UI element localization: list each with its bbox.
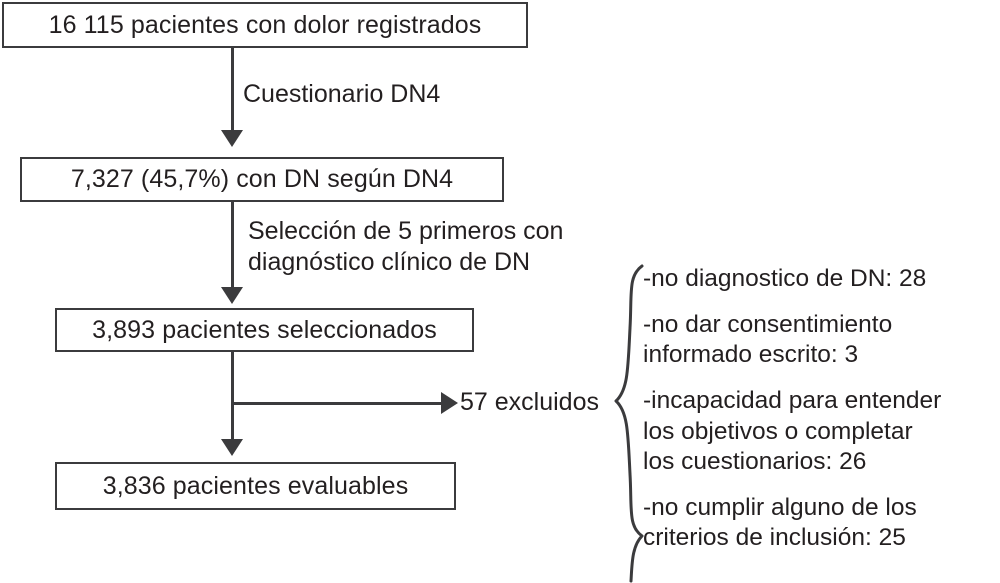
node-label-selected: 3,893 pacientes seleccionados bbox=[92, 315, 437, 344]
connector-line-selected-to-evaluable bbox=[231, 352, 234, 441]
connector-line-registered-to-dn4 bbox=[231, 48, 234, 132]
arrow-down-icon-selected-to-evaluable bbox=[221, 439, 243, 456]
exclusion-item: -no cumplir alguno de los criterios de i… bbox=[643, 493, 917, 551]
node-label-evaluable: 3,836 pacientes evaluables bbox=[102, 471, 409, 500]
exclusion-item: -no diagnostico de DN: 28 bbox=[643, 265, 927, 292]
node-box-registered: 16 115 pacientes con dolor registrados bbox=[2, 2, 528, 48]
arrow-right-icon-excluded bbox=[441, 392, 458, 414]
exclusion-reasons-list: -no diagnostico de DN: 28 -no dar consen… bbox=[643, 264, 1000, 553]
exclusion-item: -incapacidad para entender los objetivos… bbox=[643, 387, 942, 475]
edge-label-questionnaire: Cuestionario DN4 bbox=[243, 80, 441, 108]
exclusion-item: -no dar consentimiento informado escrito… bbox=[643, 311, 893, 369]
connector-line-dn4-to-selected bbox=[231, 202, 234, 289]
node-box-dn4: 7,327 (45,7%) con DN según DN4 bbox=[20, 157, 504, 202]
node-box-selected: 3,893 pacientes seleccionados bbox=[55, 308, 474, 352]
node-label-registered: 16 115 pacientes con dolor registrados bbox=[48, 10, 482, 39]
edge-label-selection: Selección de 5 primeros con diagnóstico … bbox=[248, 217, 564, 276]
arrow-down-icon-registered-to-dn4 bbox=[221, 130, 243, 147]
node-label-dn4: 7,327 (45,7%) con DN según DN4 bbox=[70, 165, 454, 194]
curly-brace-icon bbox=[614, 264, 644, 583]
node-box-evaluable: 3,836 pacientes evaluables bbox=[55, 462, 456, 510]
arrow-down-icon-dn4-to-selected bbox=[221, 287, 243, 304]
connector-line-excluded-branch bbox=[231, 402, 443, 405]
edge-label-excluded: 57 excluidos bbox=[460, 388, 599, 416]
